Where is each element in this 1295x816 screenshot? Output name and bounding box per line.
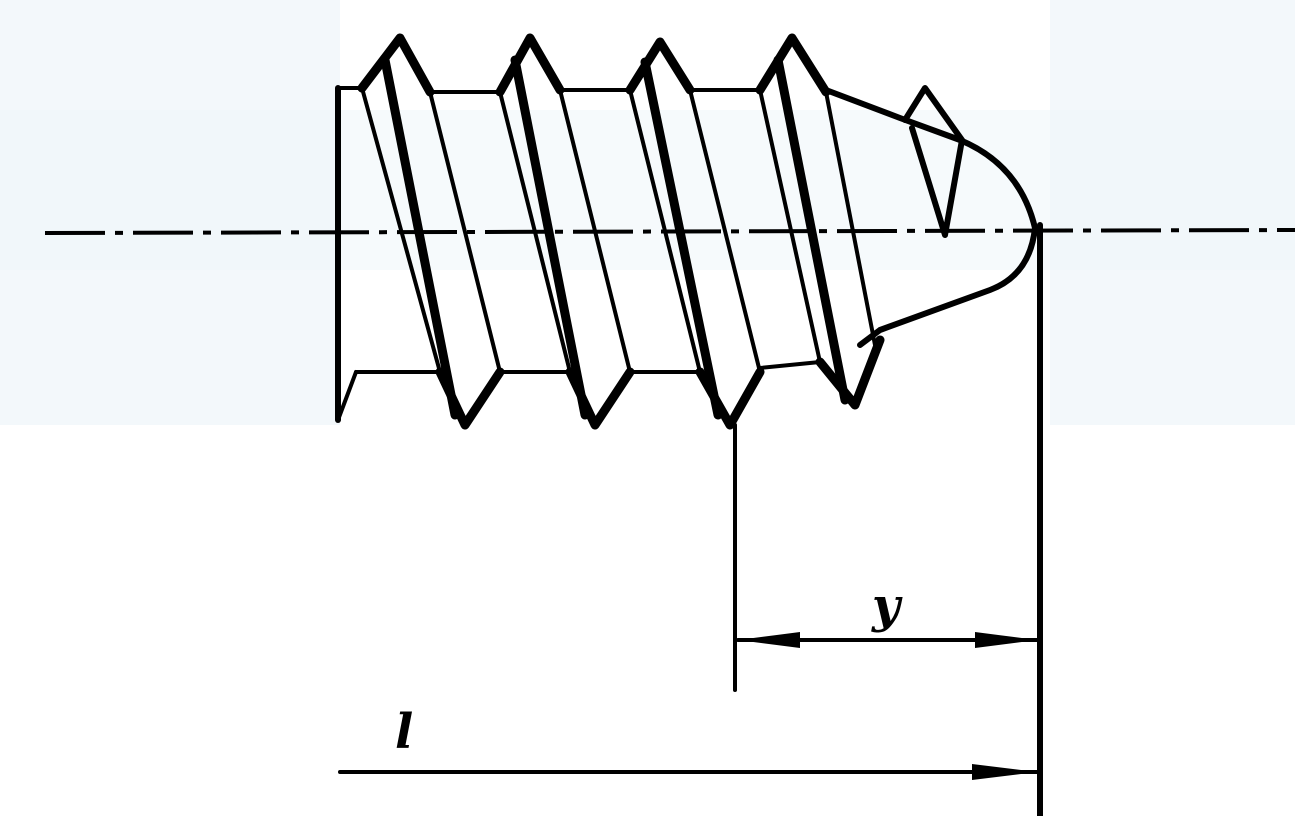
arrow-right-l: [972, 764, 1037, 780]
arrow-left-y: [738, 632, 800, 648]
dimension-label-l: l: [395, 704, 413, 760]
root-line-top: [428, 88, 762, 94]
tip-thread: [902, 85, 965, 238]
screw-body: [335, 85, 1038, 423]
dimension-label-y: y: [871, 578, 903, 634]
screw-tip: [823, 87, 1038, 348]
arrow-right-y: [975, 632, 1037, 648]
center-axis-line: [44, 228, 1295, 235]
watermark: [0, 0, 1295, 425]
screw-threads: [357, 33, 885, 430]
dimension-y: y: [736, 578, 1039, 648]
dimension-l: l: [338, 704, 1039, 780]
root-line-bottom: [354, 360, 822, 374]
